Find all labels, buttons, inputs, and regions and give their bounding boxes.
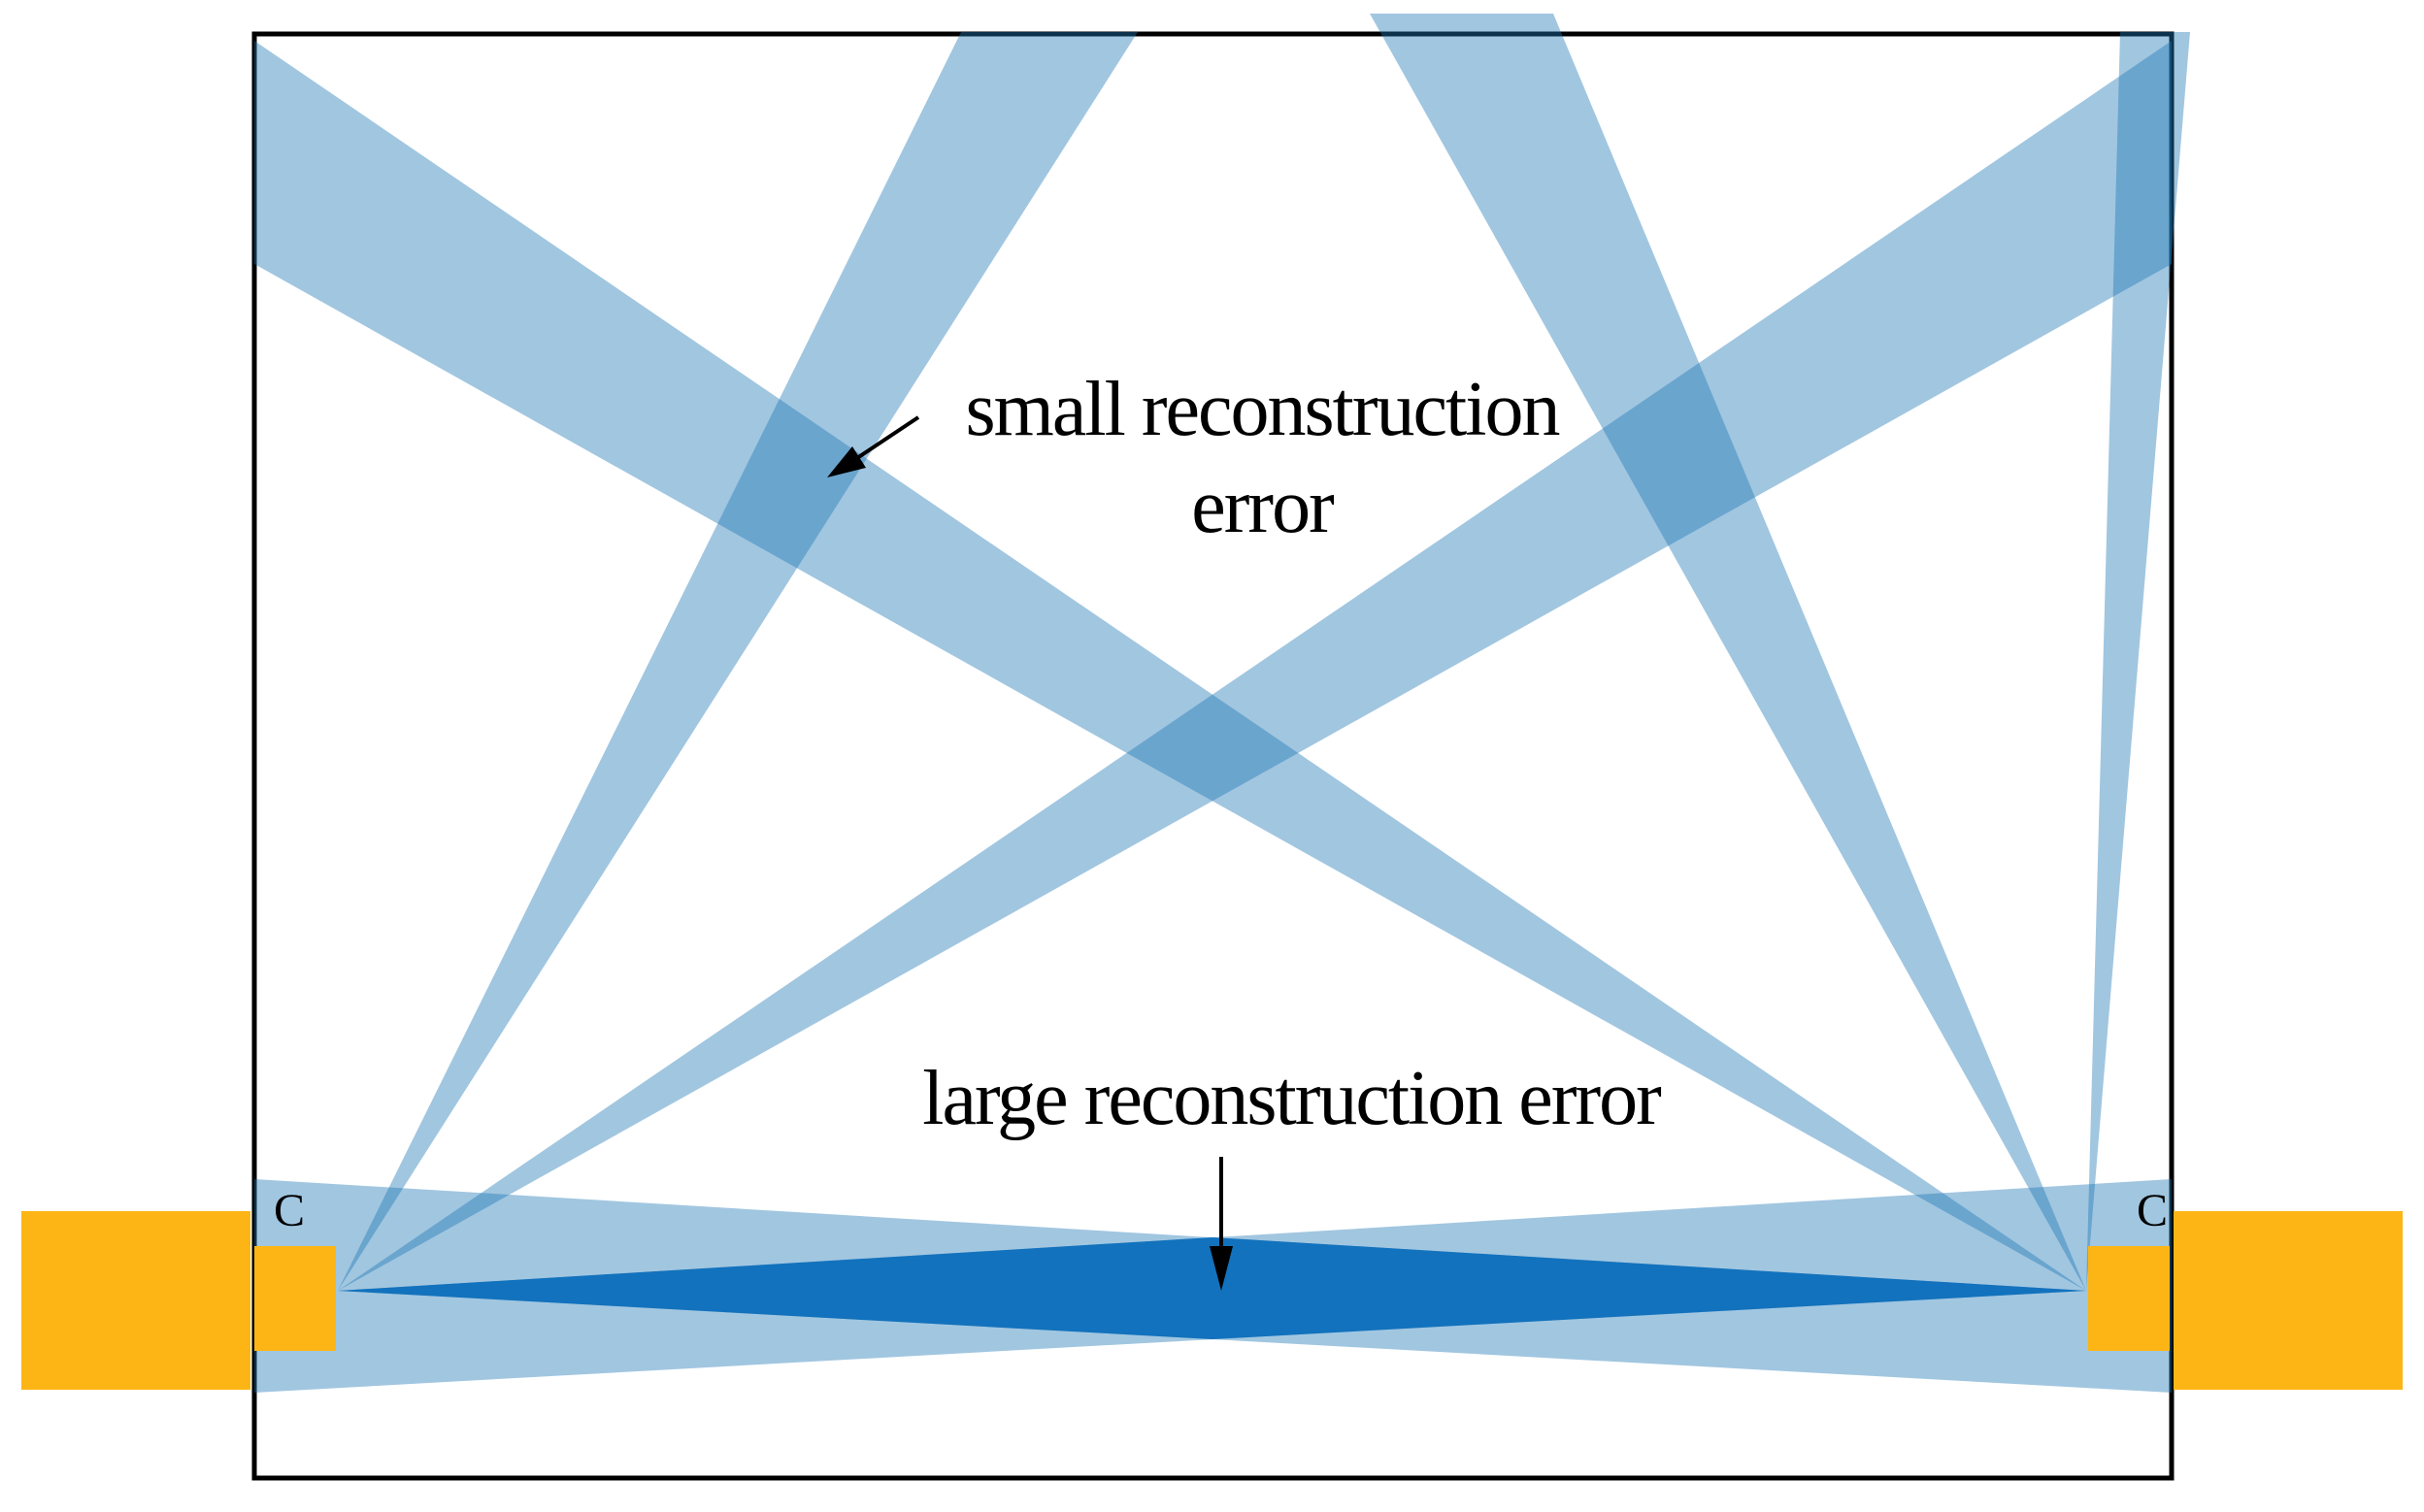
beam-left-steep [338, 32, 1138, 1291]
arrowhead-icon [1210, 1246, 1233, 1291]
small-error-label-line2: error [1191, 464, 1334, 549]
small-error-annotation: small reconstruction error [827, 367, 1561, 549]
beam-right-vertical [2086, 32, 2190, 1291]
large-error-annotation: large reconstruction error [922, 1056, 1663, 1291]
large-error-region [338, 1237, 2086, 1339]
camera-left: C [21, 1185, 336, 1390]
small-error-arrow [852, 415, 920, 462]
frame-border [251, 31, 2175, 1481]
camera-left-label: C [274, 1185, 305, 1236]
beam-right-steep [1370, 14, 2086, 1291]
camera-right-body-icon [2174, 1211, 2403, 1390]
camera-right: C [2088, 1185, 2403, 1390]
large-error-label: large reconstruction error [922, 1056, 1661, 1141]
small-error-label-line1: small reconstruction [966, 367, 1560, 452]
arrowhead-icon [827, 446, 866, 477]
camera-left-sensor-icon [254, 1246, 336, 1351]
camera-right-label: C [2137, 1185, 2168, 1236]
beam-group [254, 14, 2190, 1393]
beam-left-wide [338, 41, 2172, 1291]
camera-left-body-icon [21, 1211, 250, 1390]
beam-right-wide [254, 41, 2086, 1291]
camera-right-sensor-icon [2088, 1246, 2170, 1351]
